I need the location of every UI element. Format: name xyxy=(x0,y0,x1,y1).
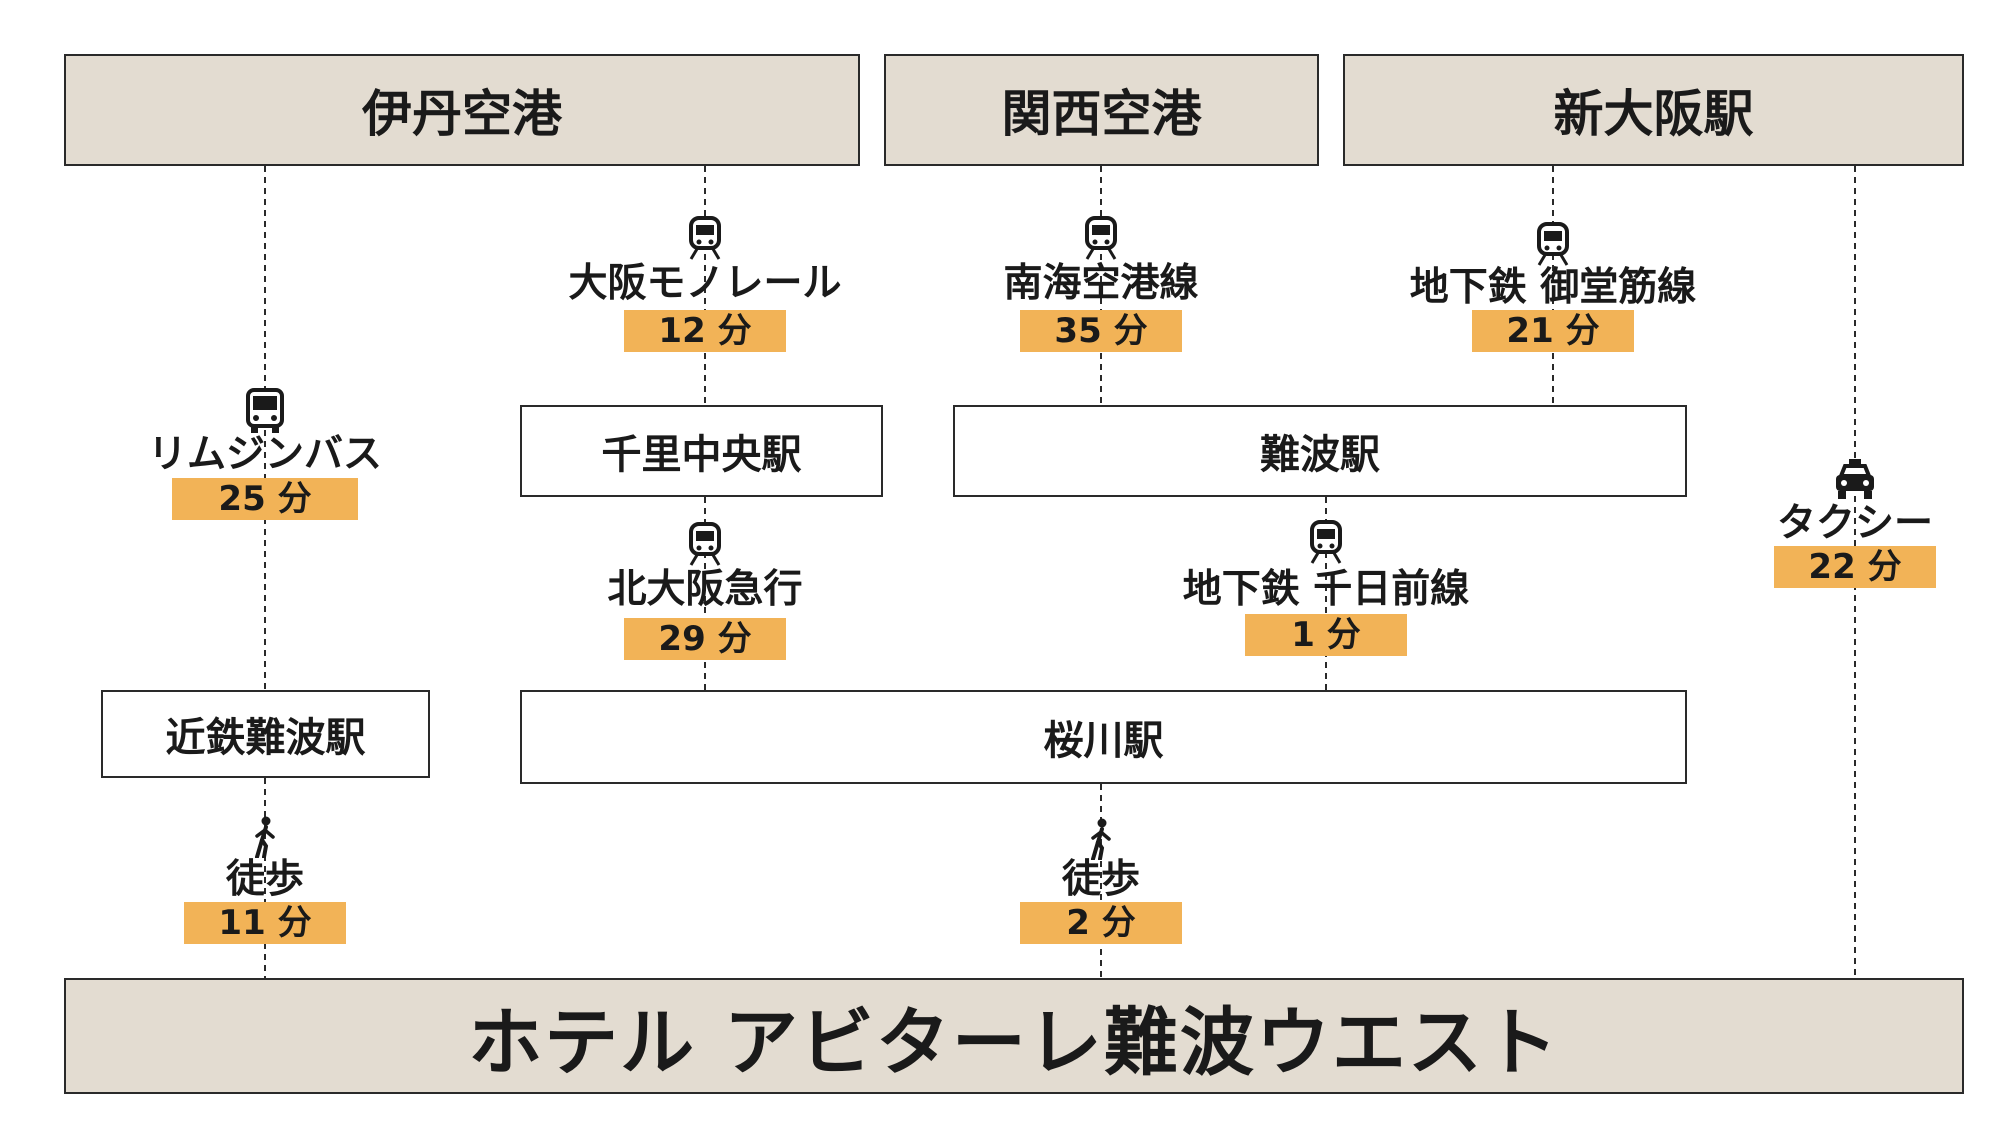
walking-person-icon xyxy=(255,816,275,858)
route-monorail-time: 12 分 xyxy=(624,310,786,352)
route-nankai-label: 南海空港線 xyxy=(1003,261,1199,306)
train-icon xyxy=(1310,520,1342,564)
origin-kansai-airport: 関西空港 xyxy=(884,54,1319,166)
station-kintetsu-namba: 近鉄難波駅 xyxy=(101,690,430,778)
walking-person-icon xyxy=(1091,818,1111,860)
station-namba: 難波駅 xyxy=(953,405,1687,497)
train-icon xyxy=(689,522,721,566)
route-walk-kintetsu-label: 徒歩 xyxy=(225,857,305,902)
train-icon xyxy=(1537,222,1569,266)
station-sakuragawa: 桜川駅 xyxy=(520,690,1687,784)
route-kitakyu-label: 北大阪急行 xyxy=(607,567,803,612)
taxi-icon xyxy=(1836,459,1874,499)
route-midosuji-time: 21 分 xyxy=(1472,310,1634,352)
route-taxi-time: 22 分 xyxy=(1774,546,1936,588)
route-walk-sakuragawa-time: 2 分 xyxy=(1020,902,1182,944)
bus-icon xyxy=(246,388,284,433)
train-icon xyxy=(1085,216,1117,260)
route-midosuji-label: 地下鉄 御堂筋線 xyxy=(1409,265,1697,310)
station-senri-chuo: 千里中央駅 xyxy=(520,405,883,497)
route-sennichimae-label: 地下鉄 千日前線 xyxy=(1182,567,1470,612)
route-monorail-label: 大阪モノレール xyxy=(568,261,842,306)
route-nankai-time: 35 分 xyxy=(1020,310,1182,352)
origin-itami-airport: 伊丹空港 xyxy=(64,54,860,166)
destination-hotel: ホテル アビターレ難波ウエスト xyxy=(64,978,1964,1094)
route-kitakyu-time: 29 分 xyxy=(624,618,786,660)
route-taxi-label: タクシー xyxy=(1776,501,1934,546)
route-limousine-time: 25 分 xyxy=(172,478,358,520)
route-limousine-label: リムジンバス xyxy=(147,432,383,477)
route-walk-kintetsu-time: 11 分 xyxy=(184,902,346,944)
route-walk-sakuragawa-label: 徒歩 xyxy=(1061,857,1141,902)
train-icon xyxy=(689,216,721,260)
route-sennichimae-time: 1 分 xyxy=(1245,614,1407,656)
origin-shin-osaka-station: 新大阪駅 xyxy=(1343,54,1964,166)
